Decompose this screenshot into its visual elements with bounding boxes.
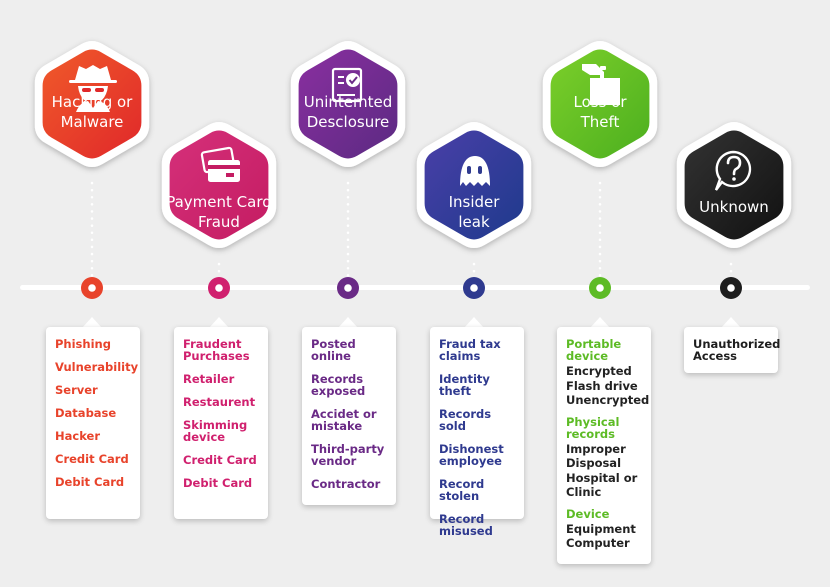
category-title-line: Malware: [60, 113, 124, 131]
detail-item: Contractor: [311, 477, 381, 491]
detail-item: Database: [55, 406, 117, 420]
card-pointer-unknown: [721, 317, 741, 328]
category-title-line: Hacking or: [51, 93, 133, 111]
detail-item: Records exposed: [311, 372, 366, 398]
detail-item: Hospital or: [566, 470, 638, 485]
detail-item: Accidet or mistake: [311, 407, 377, 433]
certificate-check-icon: [331, 67, 363, 103]
timeline-nodes: [81, 277, 742, 299]
card-pointer-hacking: [82, 317, 102, 328]
card-pointer-payment: [209, 317, 229, 328]
detail-card-unknown: Unauthorized Access: [684, 327, 781, 373]
question-bubble-icon: [714, 150, 752, 191]
detail-item: Posted online: [311, 337, 356, 363]
detail-item: Hacker: [55, 429, 101, 443]
detail-item: Fraud tax claims: [439, 337, 501, 363]
timeline-node-center-loss: [596, 284, 604, 292]
detail-item: Vulnerability: [55, 360, 139, 374]
detail-item: Third-party vendor: [311, 442, 385, 468]
detail-item: Debit Card: [183, 476, 253, 490]
detail-item: Skimming device: [183, 418, 248, 444]
detail-item: Unencrypted: [566, 393, 650, 407]
hexagon-payment: [169, 130, 269, 240]
timeline-node-center-payment: [215, 284, 223, 292]
timeline-node-center-disclosure: [344, 284, 352, 292]
timeline-node-center-insider: [470, 284, 478, 292]
category-title-unknown: Unknown: [669, 197, 799, 217]
category-title-line: Payment Card: [166, 193, 272, 211]
category-hexagons: [34, 40, 792, 249]
detail-item: Retailer: [183, 372, 235, 386]
detail-group-title: Device: [566, 506, 610, 521]
detail-item: Flash drive: [566, 378, 638, 393]
detail-item: Records sold: [439, 407, 492, 433]
connector-lines: [90, 181, 733, 278]
hexagon-disclosure: [298, 49, 398, 159]
detail-item: Dishonest employee: [439, 442, 504, 468]
detail-item: Encrypted: [566, 364, 632, 378]
detail-item: Credit Card: [55, 452, 129, 466]
detail-item: Restaurent: [183, 395, 256, 409]
category-title-line: Desclosure: [306, 113, 390, 131]
category-title-loss: Loss or Theft: [535, 92, 665, 132]
category-title-line: Unintemted: [303, 93, 393, 111]
detail-item: Computer: [566, 536, 630, 550]
category-title-insider: Insider leak: [409, 192, 539, 232]
category-title-line: Loss or: [573, 93, 627, 111]
category-title-line: Fraud: [198, 213, 240, 231]
category-title-line: Unknown: [699, 198, 769, 216]
detail-item: Debit Card: [55, 475, 125, 489]
hexagon-hacking: [42, 49, 142, 159]
detail-item: Record stolen: [439, 477, 485, 503]
detail-item: Server: [55, 383, 98, 397]
payment-cards-icon: [200, 146, 240, 182]
ghost-icon: [460, 156, 490, 186]
detail-group-title: Portable device: [566, 337, 622, 363]
detail-item: Credit Card: [183, 453, 257, 467]
category-icons: [69, 64, 752, 191]
hacker-spy-icon: [69, 65, 117, 112]
detail-item: Disposal: [566, 456, 622, 470]
category-title-hacking: Hacking or Malware: [27, 92, 157, 132]
card-pointer-loss: [590, 317, 610, 328]
timeline-bar: [20, 285, 810, 290]
timeline-node-center-hacking: [88, 284, 96, 292]
detail-item: Improper: [566, 441, 626, 456]
detail-item: Equipment: [566, 521, 636, 536]
card-pointer-disclosure: [338, 317, 358, 328]
detail-item: Record misused: [439, 512, 493, 538]
detail-item: Clinic: [566, 485, 602, 499]
category-title-line: Insider: [448, 193, 500, 211]
detail-group-title: Physical records: [566, 414, 620, 441]
category-title-line: Theft: [580, 113, 620, 131]
timeline-node-center-unknown: [727, 284, 735, 292]
category-title-line: leak: [458, 213, 490, 231]
detail-item: Phishing: [55, 337, 111, 351]
hand-grab-box-icon: [582, 64, 620, 105]
detail-item: Fraudent Purchases: [183, 337, 250, 363]
detail-item: Unauthorized Access: [693, 337, 781, 363]
card-pointer-insider: [464, 317, 484, 328]
detail-item: Identity theft: [439, 372, 490, 398]
